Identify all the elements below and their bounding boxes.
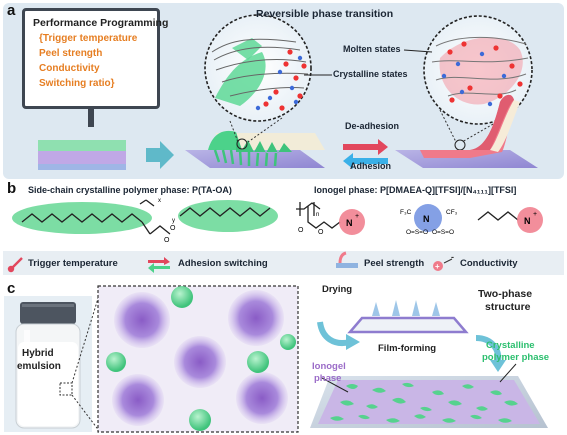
vial-label-hybrid: Hybrid <box>22 348 54 359</box>
panel-c-letter: c <box>7 280 16 297</box>
performance-item-3: Conductivity <box>39 63 100 74</box>
crystalline-substrate <box>185 130 325 168</box>
svg-text:O: O <box>164 237 170 244</box>
legend-peel-strength: Peel strength <box>364 258 425 269</box>
svg-text:O: O <box>170 225 176 232</box>
svg-text:O=S=O: O=S=O <box>406 229 428 236</box>
svg-text:O=S=O: O=S=O <box>432 229 454 236</box>
performance-item-4: Switching ratio} <box>39 78 115 89</box>
crystalline-phase-label-1: Crystalline <box>486 340 535 351</box>
chemical-structures: O O x y n O O N + N F₃C CF₃ O=S=O O=S=O … <box>12 198 543 244</box>
monitor-stand <box>88 109 94 127</box>
legend-adhesion-switching: Adhesion switching <box>178 258 268 269</box>
molten-states-label: Molten states <box>343 44 401 54</box>
two-phase-film <box>310 376 548 428</box>
svg-text:N: N <box>346 218 353 228</box>
svg-text:y: y <box>172 218 175 224</box>
drying-label: Drying <box>322 284 353 295</box>
performance-item-2: Peel strength <box>39 48 103 59</box>
svg-text:O: O <box>318 229 324 236</box>
svg-text:n: n <box>316 212 319 218</box>
molten-substrate <box>395 94 538 168</box>
deadhesion-label: De-adhesion <box>345 121 400 131</box>
legend-icons: + - <box>7 251 454 273</box>
svg-text:N: N <box>524 216 531 226</box>
film-forming-label: Film-forming <box>378 343 437 354</box>
two-phase-label-1: Two-phase <box>478 288 533 300</box>
panel-c-drawing <box>59 285 548 433</box>
svg-text:N: N <box>423 214 430 224</box>
crystalline-zoom-circle <box>204 14 312 122</box>
process-arrow <box>146 141 174 169</box>
panel-a-letter: a <box>7 2 16 19</box>
performance-title: Performance Programming <box>33 17 169 29</box>
emulsion-vial <box>4 296 92 432</box>
adhesion-label: Adhesion <box>350 161 392 171</box>
ionogel-phase-label-1: Ionogel <box>312 361 346 372</box>
svg-text:-: - <box>451 252 454 262</box>
svg-text:F₃C: F₃C <box>400 209 412 216</box>
ionogel-phase-title: Ionogel phase: P[DMAEA-Q][TFSI]/[N₄₁₁₁][… <box>314 185 517 195</box>
svg-text:+: + <box>435 262 440 271</box>
property-legend-bar <box>3 251 564 275</box>
svg-text:+: + <box>533 211 537 218</box>
panel-a-drawing <box>38 14 538 170</box>
phase-transition-title: Reversible phase transition <box>256 8 394 20</box>
ion-charge-icon: + - <box>433 252 454 271</box>
layered-film-icon <box>38 140 126 170</box>
label-pointers <box>304 49 433 76</box>
svg-text:O: O <box>298 227 304 234</box>
ionogel-phase-label-2: phase <box>314 373 342 384</box>
two-phase-label-2: structure <box>485 301 531 313</box>
scp-phase-title: Side-chain crystalline polymer phase: P(… <box>28 185 232 195</box>
ionogel-droplets <box>112 290 288 426</box>
peel-icon <box>336 251 358 268</box>
exchange-arrows <box>343 139 388 169</box>
drying-tray <box>347 300 469 334</box>
crystalline-phase-label-2: polymer phase <box>482 352 550 363</box>
performance-item-1: {Trigger temperature <box>39 33 138 44</box>
legend-conductivity: Conductivity <box>460 258 518 269</box>
crystalline-states-label: Crystalline states <box>333 69 408 79</box>
switch-arrows-icon <box>148 257 170 273</box>
crystalline-polymer-spheres <box>106 286 296 431</box>
panel-b-letter: b <box>7 180 17 197</box>
svg-text:+: + <box>355 213 359 220</box>
monitor-screen: Performance Programming {Trigger tempera… <box>22 8 168 109</box>
svg-text:CF₃: CF₃ <box>446 209 458 216</box>
svg-text:x: x <box>158 198 161 204</box>
vial-label-emulsion: emulsion <box>17 361 61 372</box>
thermometer-icon <box>7 257 23 273</box>
legend-trigger-temperature: Trigger temperature <box>28 258 118 269</box>
